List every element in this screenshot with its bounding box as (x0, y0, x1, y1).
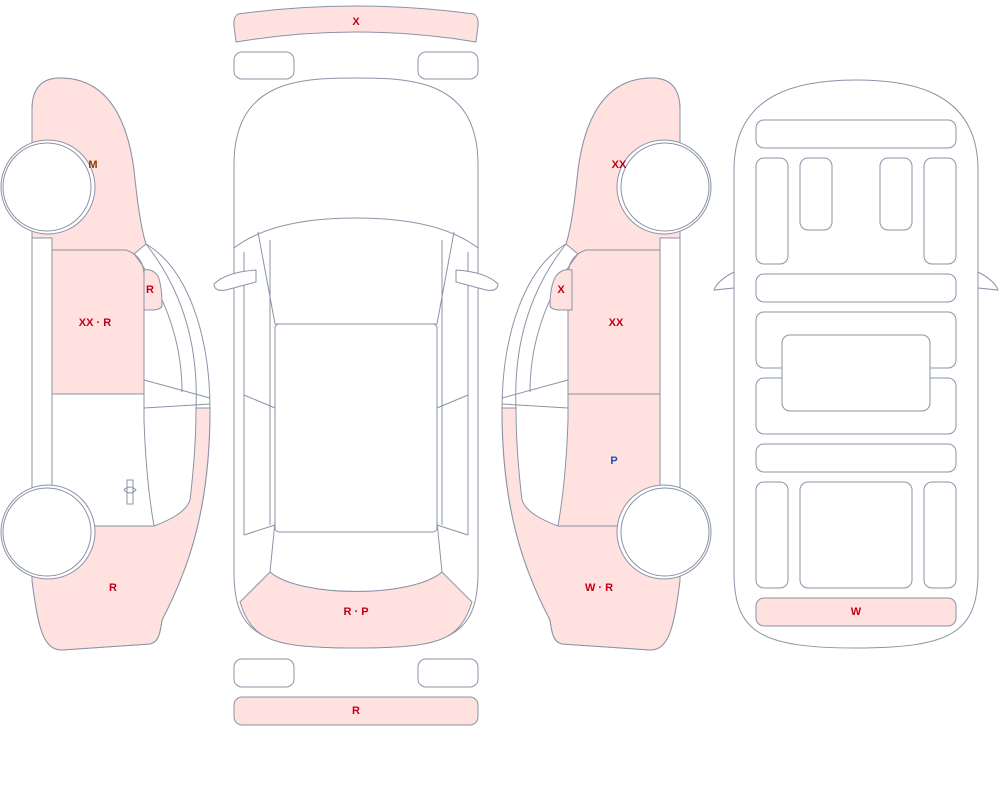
interior-bar-1[interactable] (755, 273, 957, 303)
label-right-front-door: XX (609, 317, 624, 329)
interior-panel-rr[interactable] (923, 481, 957, 589)
right-rear-wheel[interactable] (620, 487, 710, 577)
interior-dashboard[interactable] (755, 119, 957, 149)
top-left-mirror[interactable] (213, 269, 257, 291)
interior-left-mirror[interactable] (713, 271, 735, 291)
top-left-headlight[interactable] (233, 51, 295, 80)
top-roof[interactable] (274, 323, 438, 533)
interior-rear-panel[interactable] (755, 597, 957, 627)
right-side-view: XX X XX P W · R (501, 77, 712, 651)
top-front-bumper[interactable] (233, 5, 479, 43)
top-right-headlight[interactable] (417, 51, 479, 80)
interior-console[interactable] (781, 334, 931, 412)
interior-seat-fl[interactable] (799, 157, 833, 231)
left-rear-wheel[interactable] (2, 487, 92, 577)
interior-panel-fl[interactable] (755, 157, 789, 265)
right-front-door[interactable] (567, 249, 661, 395)
label-left-rear-quarter: R (109, 582, 117, 594)
label-right-front-fender: XX (612, 159, 627, 171)
right-mirror[interactable] (549, 269, 573, 311)
top-right-side-lines (436, 240, 469, 536)
right-window-lines (501, 243, 579, 409)
interior-panel-rl[interactable] (755, 481, 789, 589)
label-right-rear-door: P (610, 455, 617, 467)
label-left-front-door: XX · R (79, 317, 111, 329)
top-left-taillight[interactable] (233, 658, 295, 688)
left-rear-quarter[interactable] (31, 407, 211, 651)
left-side-view: M R XX · R R (0, 77, 211, 651)
left-window-lines (133, 243, 211, 409)
left-front-door[interactable] (51, 249, 145, 395)
interior-seat-fr[interactable] (879, 157, 913, 231)
label-left-front-fender: M (88, 159, 97, 171)
top-right-taillight[interactable] (417, 658, 479, 688)
left-door-handle[interactable] (123, 479, 137, 505)
top-left-side-lines (243, 240, 276, 536)
right-rear-quarter[interactable] (501, 407, 681, 651)
right-front-wheel[interactable] (620, 142, 710, 232)
interior-panel-fr[interactable] (923, 157, 957, 265)
top-view: X R · P R (213, 5, 499, 726)
top-right-mirror[interactable] (455, 269, 499, 291)
label-right-mirror: X (557, 284, 565, 296)
label-interior-rear-panel: W (851, 606, 862, 618)
label-top-rear-bumper: R (352, 705, 360, 717)
label-right-rear-quarter: W · R (585, 582, 613, 594)
top-rear-bumper[interactable] (233, 696, 479, 726)
top-trunk-lid[interactable] (239, 571, 473, 649)
label-top-front-bumper: X (352, 16, 360, 28)
left-mirror[interactable] (143, 269, 163, 311)
interior-cargo[interactable] (799, 481, 913, 589)
interior-right-mirror[interactable] (977, 271, 999, 291)
label-left-mirror: R (146, 284, 154, 296)
top-hood-line (233, 217, 479, 249)
label-top-trunk-lid: R · P (343, 606, 368, 618)
interior-view: W (713, 79, 999, 649)
left-front-wheel[interactable] (2, 142, 92, 232)
interior-bar-2[interactable] (755, 443, 957, 473)
